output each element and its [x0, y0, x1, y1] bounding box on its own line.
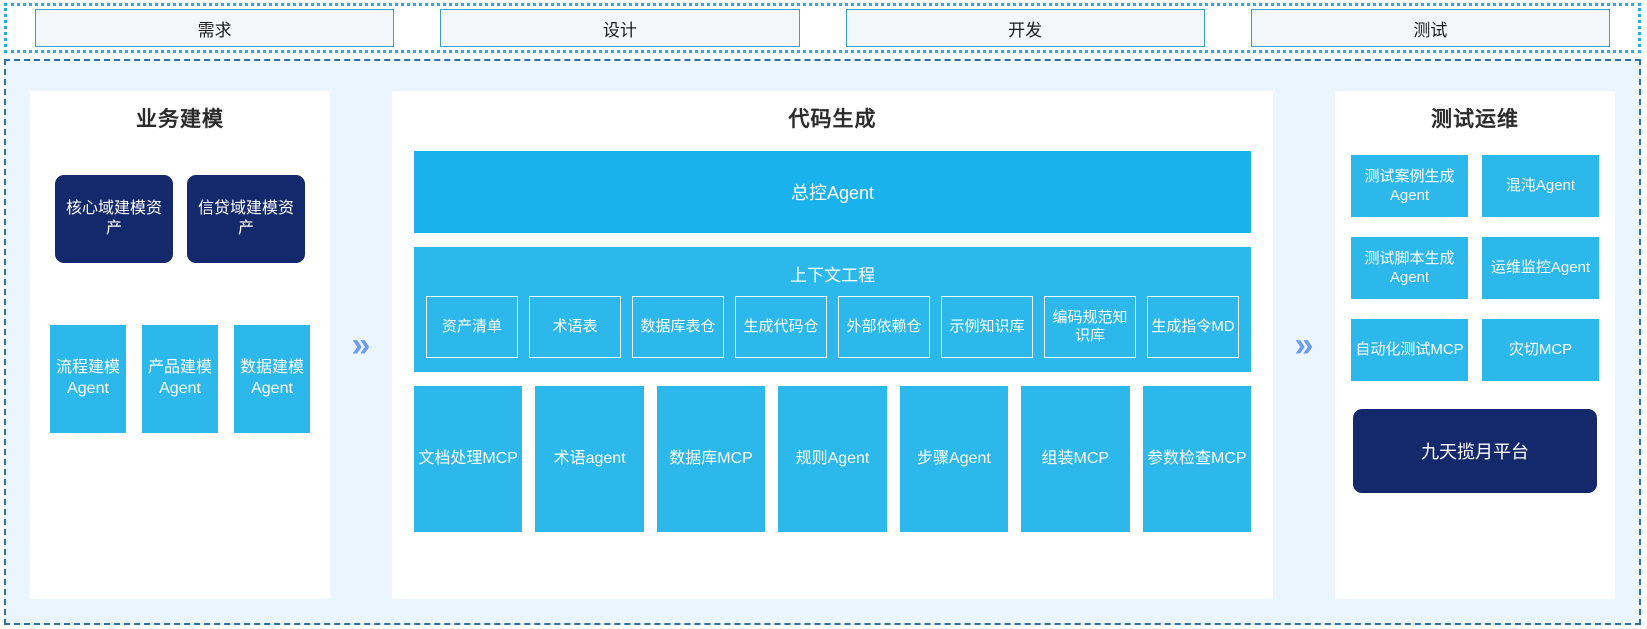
phase-strip: 需求 设计 开发 测试 [4, 3, 1641, 53]
context-item-list: 资产清单 术语表 数据库表仓 生成代码仓 外部依赖仓 [426, 296, 1239, 358]
panel-business-modeling: 业务建模 核心域建模资产 信贷域建模资产 流程建模Agent 产品建模Agent… [30, 91, 330, 599]
context-item-label: 术语表 [552, 317, 598, 335]
panel-title-code-generation: 代码生成 [788, 108, 877, 131]
test-ops-label: 测试案例生成Agent [1364, 167, 1455, 205]
agent-label: 数据建模Agent [239, 359, 304, 397]
context-item-label: 示例知识库 [949, 317, 1025, 335]
tool-item-label: 参数检查MCP [1146, 449, 1247, 467]
context-item-db-table-repo[interactable]: 数据库表仓 [632, 296, 724, 358]
panel-code-generation: 代码生成 总控Agent 上下文工程 资产清单 术语表 [392, 91, 1273, 599]
master-agent-label: 总控Agent [790, 183, 875, 203]
asset-label: 核心域建模资产 [65, 199, 162, 237]
tool-item-database-mcp[interactable]: 数据库MCP [656, 386, 766, 532]
test-ops-label: 运维监控Agent [1490, 259, 1591, 277]
tool-item-parameter-check-mcp[interactable]: 参数检查MCP [1142, 386, 1251, 532]
agent-label: 产品建模Agent [147, 359, 212, 397]
test-ops-box-disaster-switch-mcp[interactable]: 灾切MCP [1482, 319, 1599, 381]
tool-item-rule-agent[interactable]: 规则Agent [778, 386, 887, 532]
chevron-glyph: » [1294, 326, 1314, 364]
context-item-label: 生成代码仓 [743, 317, 819, 335]
tool-item-label: 组装MCP [1041, 449, 1110, 467]
context-item-label: 编码规范知识库 [1052, 308, 1128, 344]
platform-label: 九天揽月平台 [1421, 442, 1529, 462]
context-item-generation-instruction-md[interactable]: 生成指令MD [1147, 296, 1239, 358]
tool-item-glossary-agent[interactable]: 术语agent [535, 386, 644, 532]
context-item-generated-code-repo[interactable]: 生成代码仓 [735, 296, 827, 358]
test-ops-label: 灾切MCP [1508, 341, 1573, 359]
agent-label: 流程建模Agent [55, 359, 120, 397]
agent-box-product-modeling[interactable]: 产品建模Agent [142, 325, 218, 433]
context-item-label: 资产清单 [441, 317, 502, 335]
phase-label: 设计 [602, 20, 637, 40]
panel-title-business-modeling: 业务建模 [136, 108, 224, 131]
phase-box-testing[interactable]: 测试 [1250, 9, 1610, 47]
master-agent-bar[interactable]: 总控Agent [414, 151, 1251, 233]
phase-box-development[interactable]: 开发 [845, 9, 1205, 47]
tool-item-label: 术语agent [553, 449, 626, 467]
business-agent-row: 流程建模Agent 产品建模Agent 数据建模Agent [30, 325, 330, 433]
tool-item-label: 数据库MCP [669, 449, 753, 467]
test-ops-label: 测试脚本生成Agent [1364, 249, 1455, 287]
architecture-body: 业务建模 核心域建模资产 信贷域建模资产 流程建模Agent 产品建模Agent… [4, 59, 1641, 625]
agent-box-data-modeling[interactable]: 数据建模Agent [234, 325, 310, 433]
agent-box-process-modeling[interactable]: 流程建模Agent [50, 325, 126, 433]
panel-test-operations: 测试运维 测试案例生成Agent 混沌Agent 测试脚本生成Agent 运维监… [1335, 91, 1615, 599]
tool-item-assembly-mcp[interactable]: 组装MCP [1021, 386, 1130, 532]
tool-item-list: 文档处理MCP 术语agent 数据库MCP 规则Agent 步骤Agent [414, 386, 1251, 532]
context-item-coding-standard-knowledge-base[interactable]: 编码规范知识库 [1044, 296, 1136, 358]
context-engineering-title: 上下文工程 [790, 266, 875, 285]
context-engineering-block: 上下文工程 资产清单 术语表 数据库表仓 生成代码仓 [414, 247, 1251, 372]
tool-item-label: 步骤Agent [916, 449, 991, 467]
tool-item-label: 规则Agent [795, 449, 870, 467]
phase-box-design[interactable]: 设计 [440, 9, 800, 47]
phase-box-requirements[interactable]: 需求 [35, 9, 395, 47]
test-ops-box-test-case-generation-agent[interactable]: 测试案例生成Agent [1351, 155, 1468, 217]
context-item-external-dependency-repo[interactable]: 外部依赖仓 [838, 296, 930, 358]
phase-label: 开发 [1008, 20, 1043, 40]
test-ops-box-ops-monitoring-agent[interactable]: 运维监控Agent [1482, 237, 1599, 299]
panel-title-test-operations: 测试运维 [1431, 108, 1519, 131]
asset-box-core-domain[interactable]: 核心域建模资产 [55, 175, 173, 263]
context-item-label: 生成指令MD [1151, 317, 1235, 335]
tool-item-document-processing-mcp[interactable]: 文档处理MCP [414, 386, 523, 532]
test-ops-box-automated-test-mcp[interactable]: 自动化测试MCP [1351, 319, 1468, 381]
context-item-example-knowledge-base[interactable]: 示例知识库 [941, 296, 1033, 358]
tool-item-label: 文档处理MCP [418, 449, 518, 467]
chevron-glyph: » [351, 326, 371, 364]
context-item-label: 外部依赖仓 [846, 317, 922, 335]
phase-label: 需求 [197, 20, 232, 40]
phase-label: 测试 [1413, 20, 1448, 40]
context-item-glossary[interactable]: 术语表 [529, 296, 621, 358]
test-ops-box-chaos-agent[interactable]: 混沌Agent [1482, 155, 1599, 217]
context-item-label: 数据库表仓 [640, 317, 716, 335]
business-asset-row: 核心域建模资产 信贷域建模资产 [30, 175, 330, 263]
test-ops-grid: 测试案例生成Agent 混沌Agent 测试脚本生成Agent 运维监控Agen… [1335, 155, 1615, 381]
asset-box-credit-domain[interactable]: 信贷域建模资产 [187, 175, 305, 263]
chevron-right-icon-2: » [1273, 91, 1335, 599]
test-ops-box-test-script-generation-agent[interactable]: 测试脚本生成Agent [1351, 237, 1468, 299]
platform-box-jiutian-lanyue[interactable]: 九天揽月平台 [1353, 409, 1597, 493]
test-ops-label: 自动化测试MCP [1355, 341, 1464, 359]
code-generation-content: 总控Agent 上下文工程 资产清单 术语表 数据库表仓 [392, 151, 1273, 554]
asset-label: 信贷域建模资产 [197, 199, 294, 237]
tool-item-step-agent[interactable]: 步骤Agent [899, 386, 1009, 532]
context-item-asset-list[interactable]: 资产清单 [426, 296, 518, 358]
chevron-right-icon-1: » [330, 91, 392, 599]
test-ops-label: 混沌Agent [1505, 177, 1576, 195]
